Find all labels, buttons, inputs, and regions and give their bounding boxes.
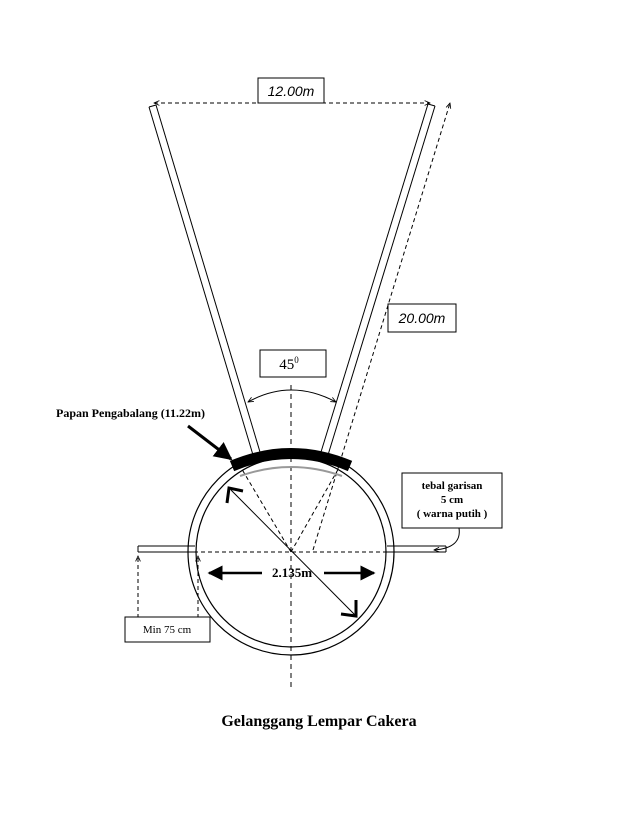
radius-arrowhead-bottom (340, 600, 358, 618)
side-line-right (387, 545, 447, 553)
width-label-box (257, 77, 325, 104)
sector-right-line (320, 103, 436, 456)
length-dimension-line (312, 103, 450, 551)
diagram-title: Gelanggang Lempar Cakera (221, 713, 416, 730)
diameter-label: 2.135m (272, 565, 312, 580)
line-note-1: tebal garisan (422, 480, 483, 492)
angle-label: 450 (279, 355, 299, 373)
line-note-2: 5 cm (441, 494, 463, 506)
sector-left-line (148, 104, 261, 456)
sector-ray-left (239, 465, 292, 553)
angle-arc (248, 389, 336, 402)
angle-label-box (259, 349, 327, 378)
side-line-left (137, 545, 195, 553)
board-label: Papan Pengabalang (11.22m) (56, 406, 205, 420)
line-note-3: ( warna putih ) (417, 508, 488, 520)
length-label-box (387, 303, 457, 333)
length-label: 20.00m (398, 310, 446, 326)
line-note-pointer (434, 527, 460, 550)
width-label: 12.00m (268, 83, 315, 99)
min-label: Min 75 cm (143, 624, 192, 636)
radius-arrowhead-top (225, 486, 244, 504)
min-label-box (124, 616, 211, 643)
stop-board-inner-edge (239, 466, 343, 477)
line-note-box (401, 472, 503, 529)
sector-ray-right (290, 465, 341, 553)
stop-board (229, 448, 353, 472)
board-arrow (187, 424, 233, 461)
